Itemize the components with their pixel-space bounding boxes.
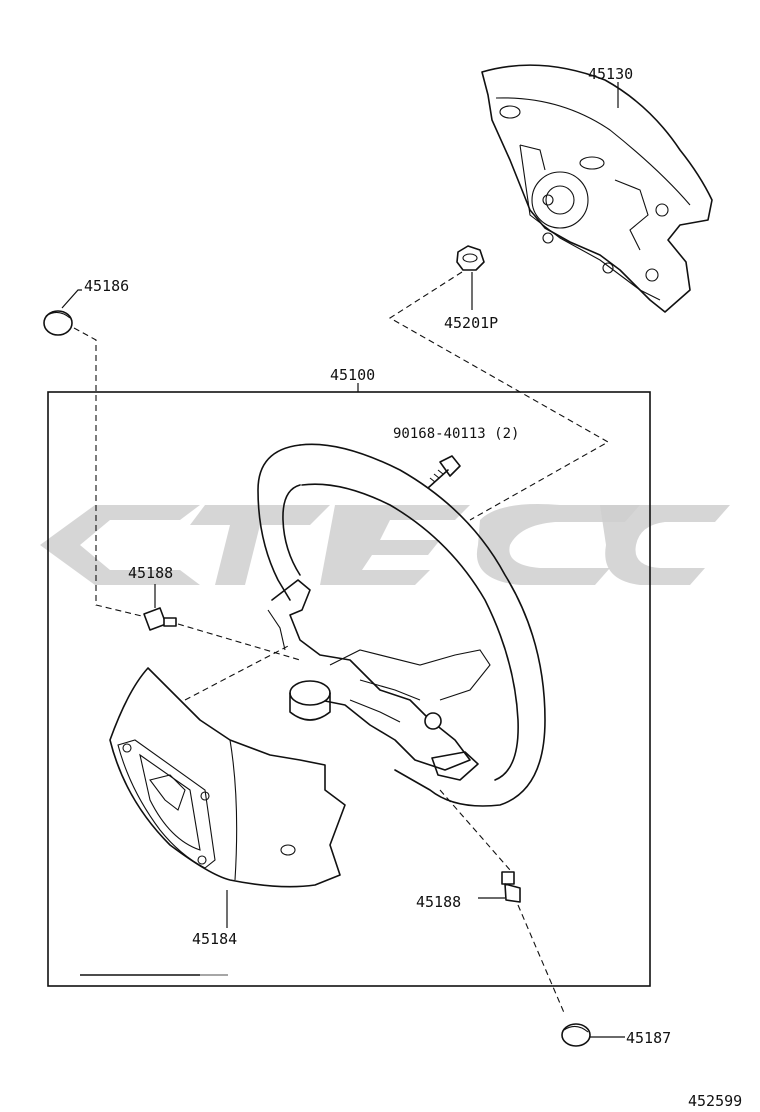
cap-left-leader <box>61 289 82 309</box>
cap-left <box>43 310 73 336</box>
label-cap-left: 45186 <box>84 277 129 295</box>
guide-screw-upper <box>177 623 301 661</box>
guide-lower <box>439 789 566 1016</box>
steering-wheel <box>257 443 546 807</box>
label-lower-cover: 45184 <box>192 930 237 948</box>
guide-cap-left <box>73 327 151 619</box>
assembly-box <box>47 391 651 987</box>
label-nut: 45201P <box>444 314 498 332</box>
nut <box>456 245 485 271</box>
lower-cover <box>109 667 346 888</box>
label-screw-upper: 45188 <box>128 564 173 582</box>
bolt <box>427 455 461 489</box>
cap-right <box>561 1023 591 1047</box>
airbag-pad <box>481 64 713 313</box>
watermark-logo <box>40 504 730 585</box>
figure-number: 452599 <box>688 1092 742 1110</box>
label-screw-lower: 45188 <box>416 893 461 911</box>
screw-upper <box>143 607 177 631</box>
screw-lower <box>501 871 521 903</box>
label-cap-right: 45187 <box>626 1029 671 1047</box>
label-airbag-pad: 45130 <box>588 65 633 83</box>
label-assembly: 45100 <box>330 366 375 384</box>
guide-cover <box>184 644 291 701</box>
guide-nut <box>388 271 610 521</box>
label-bolt: 90168-40113 (2) <box>393 426 519 442</box>
